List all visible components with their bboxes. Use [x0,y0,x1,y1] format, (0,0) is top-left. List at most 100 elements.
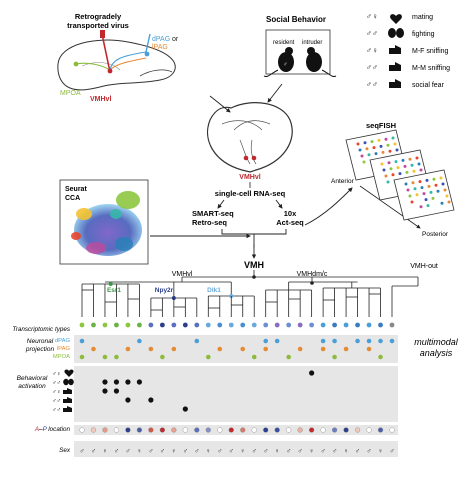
mpoa-dot [73,61,79,67]
ap-location-dot [286,427,292,433]
seqfish-cell [379,144,383,148]
seqfish-cell [384,137,388,141]
transcriptomic-type-dot [148,322,154,328]
social-behavior-panel: Social Behavior resident intruder ♂ [263,15,337,77]
seqfish-cell [441,182,445,186]
mouse-icon [389,62,401,71]
seqfish-panel: seqFISH Anterior Posterior [331,121,455,238]
projection-dot [79,354,85,360]
seqfish-cell [363,141,367,145]
ap-location-dot [263,427,269,433]
legend-label: M-M sniffing [412,65,450,72]
virus-title-2: transported virus [67,21,129,30]
seqfish-cell [447,200,451,204]
transcriptomic-type-dot [205,322,211,328]
transcriptomic-type-dot [332,322,337,328]
label-intruder: intruder [302,40,322,46]
label-dpag: dPAG [152,36,170,43]
seqfish-title: seqFISH [366,121,396,130]
legend-label: mating [412,14,433,21]
seqfish-cell [410,200,414,204]
ap-label-a: A [34,426,39,433]
vmhvl-dot [107,68,113,74]
vmhvl-right-dot [251,155,257,161]
tree-vmhdmc-label: VMHdm/c [297,271,328,278]
coronal-inner-line-1 [221,120,263,131]
row-label-sex: Sex [59,447,71,454]
virus-panel: Retrogradely transported virus dPAG or l… [57,12,179,103]
transcriptomic-type-dot [137,322,142,328]
legend-sex-symbol: ♂♀ [366,12,378,21]
multimodal-label-1: multimodal [414,337,459,347]
ap-location-dot [309,427,315,433]
row-label-lpag: lPAG [57,346,71,352]
umap-cluster-blue [115,237,133,251]
sex-symbol: ♀ [102,448,107,455]
seqfish-cell [445,194,449,198]
mouse-icon [63,388,72,394]
seqfish-cell [439,176,443,180]
ap-label-p: P [43,426,48,433]
projection-lpag [109,57,147,71]
behavior-legend: ♂♀mating♂♂fighting♂♀M-F sniffing♂♂M-M sn… [366,12,450,89]
ap-location-dot [205,427,211,433]
label-lpag: lPAG [152,44,168,51]
sex-symbol: ♂ [183,448,188,455]
arrow-to-seqfish [304,187,353,226]
social-title: Social Behavior [266,15,326,24]
transcriptomic-type-dot [366,322,372,328]
transcriptomic-type-dot [182,322,188,328]
seqfish-cell [431,196,435,200]
seqfish-cell [384,174,388,178]
seqfish-cell [367,153,371,157]
method-smartseq: SMART-seq [192,209,234,218]
sex-symbol: ♀ [343,448,348,455]
seqfish-cell [408,157,412,161]
seqfish-cell [425,178,429,182]
projection-dot [343,346,349,352]
seqfish-cell [443,188,447,192]
ap-location-dot [113,427,120,433]
heart-icon [390,14,402,24]
projection-dot [297,346,303,352]
ap-axis-arrow [359,185,421,229]
seqfish-cell [417,162,421,166]
seqfish-cell [415,156,419,160]
seqfish-cell [406,188,410,192]
seqfish-cell [398,172,402,176]
ap-location-dot [90,427,97,433]
seurat-label-1: Seurat [65,186,87,193]
row-labels: Transcriptomic types Neuronal projection… [12,326,458,454]
umap-cluster-teal [110,209,122,219]
ap-location-dot [125,427,131,433]
legend-label: M-F sniffing [412,48,449,55]
sex-symbol: ♂ [332,448,337,455]
transcriptomic-type-dot [159,322,165,328]
ap-location-dot [331,427,338,433]
sex-symbol: ♂ [298,448,303,455]
vmhvl-left-dot [243,155,249,161]
seqfish-cell [419,168,423,172]
transcriptomic-type-dot [263,322,269,328]
projection-dot [332,338,337,344]
behavior-activation-dot [309,370,315,376]
behavior-sex-symbol: ♂♂ [52,381,61,387]
fighting-mice-icon [388,28,396,38]
legend-label: social fear [412,82,445,89]
seqfish-cell [403,164,407,168]
projection-dot [263,338,269,344]
behavior-activation-dot [125,379,131,385]
behavior-activation-dot [113,388,120,394]
heart-icon [64,369,74,377]
multimodal-label-2: analysis [420,348,453,358]
projection-dot [205,354,211,360]
behavior-activation-dot [182,406,188,412]
sex-symbol: ♂ [194,448,199,455]
projection-mpoa [75,62,111,71]
arrow-virus-to-section [209,95,231,113]
sex-symbol: ♂ [91,448,96,455]
coronal-section-panel: VMHvl single-cell RNA-seq SMART-seq Retr… [150,83,353,259]
ap-location-dot [136,427,143,433]
ap-label-rest: location [47,426,71,433]
seqfish-cell [415,193,419,197]
